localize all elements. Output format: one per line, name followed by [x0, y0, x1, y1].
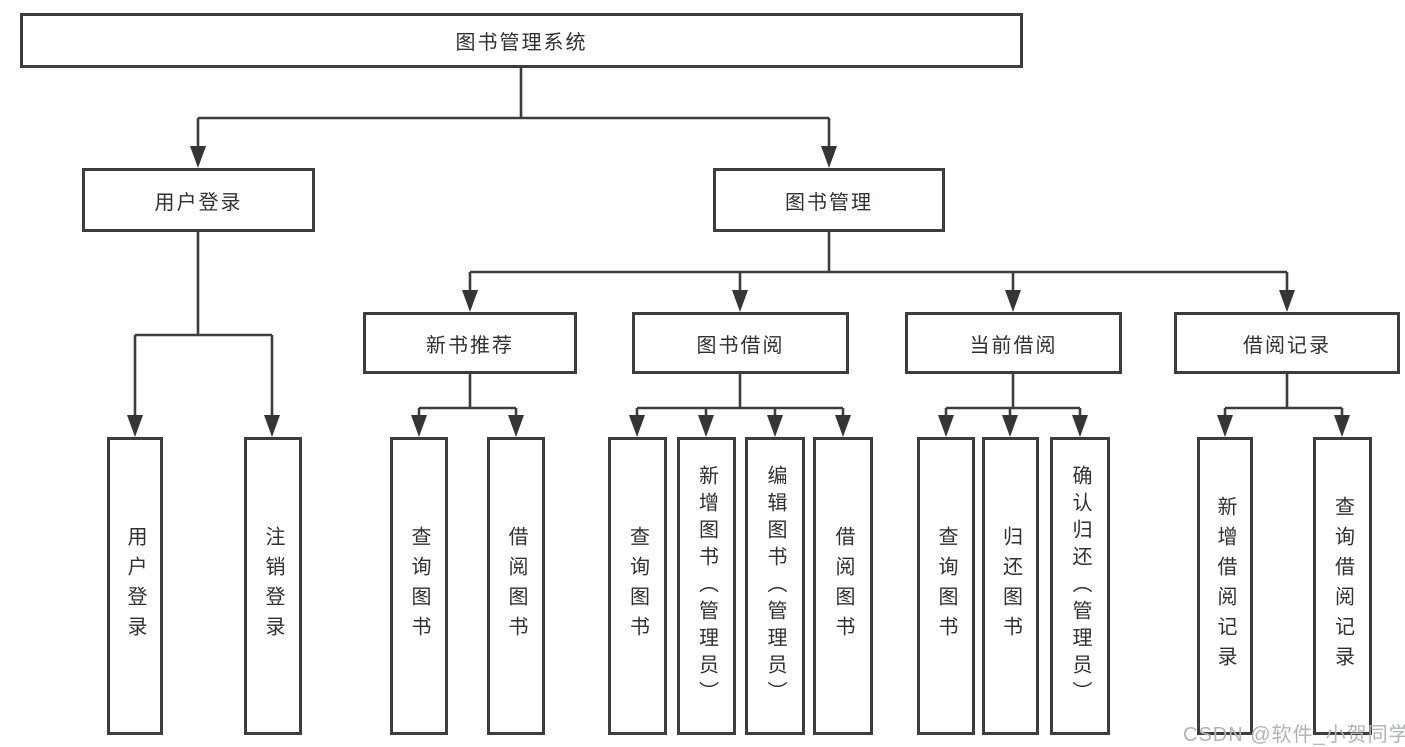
node-current-borrow-label: 当前借阅: [969, 334, 1058, 357]
node-book-borrow-label: 图书借阅: [696, 334, 785, 357]
leaf-borrow-books-recommend: 借阅图书: [487, 437, 545, 735]
connector-root-to-branches: [190, 68, 837, 168]
leaf-return-books-label: 归还图书: [999, 526, 1022, 646]
node-new-book-recommend: 新书推荐: [363, 312, 577, 374]
node-borrow-record-label: 借阅记录: [1243, 334, 1331, 357]
leaf-edit-books-admin: 编辑图书（管理员）: [745, 437, 805, 735]
node-new-book-recommend-label: 新书推荐: [426, 334, 514, 357]
connector-borrow-record-to-leaves: [1217, 374, 1350, 437]
node-current-borrow: 当前借阅: [905, 312, 1122, 374]
leaf-query-books-current-label: 查询图书: [935, 526, 957, 646]
node-root-library-system: 图书管理系统: [20, 13, 1023, 68]
node-borrow-record: 借阅记录: [1174, 312, 1400, 374]
leaf-query-books-borrow: 查询图书: [608, 437, 667, 735]
leaf-add-borrow-record-label: 新增借阅记录: [1214, 496, 1236, 676]
node-root-label: 图书管理系统: [455, 32, 588, 54]
leaf-add-books-admin: 新增图书（管理员）: [677, 437, 736, 735]
leaf-query-borrow-record-label: 查询借阅记录: [1331, 496, 1354, 676]
leaf-borrow-books-label: 借阅图书: [832, 526, 854, 646]
connector-user-login-to-leaves: [127, 232, 280, 437]
leaf-user-login-label: 用户登录: [124, 526, 146, 646]
connector-current-borrow-to-leaves: [938, 374, 1088, 437]
leaf-query-borrow-record: 查询借阅记录: [1313, 437, 1372, 735]
leaf-logout: 注销登录: [244, 437, 302, 735]
node-book-management-label: 图书管理: [785, 191, 873, 214]
leaf-user-login: 用户登录: [107, 437, 163, 735]
node-user-login-branch-label: 用户登录: [154, 191, 243, 214]
connector-new-book-to-leaves: [411, 374, 524, 437]
leaf-query-books-borrow-label: 查询图书: [626, 526, 649, 646]
leaf-return-books: 归还图书: [982, 437, 1039, 735]
leaf-add-books-admin-label: 新增图书（管理员）: [695, 464, 718, 708]
node-user-login-branch: 用户登录: [82, 168, 315, 232]
leaf-query-books-recommend: 查询图书: [390, 437, 448, 735]
leaf-borrow-books-recommend-label: 借阅图书: [505, 526, 527, 646]
node-book-management: 图书管理: [713, 168, 945, 232]
leaf-confirm-return-admin: 确认归还（管理员）: [1050, 437, 1110, 735]
connector-book-mgmt-to-groups: [462, 232, 1295, 312]
leaf-query-books-current: 查询图书: [917, 437, 975, 735]
leaf-confirm-return-admin-label: 确认归还（管理员）: [1069, 464, 1091, 708]
connector-book-borrow-to-leaves: [629, 374, 851, 437]
node-book-borrow: 图书借阅: [632, 312, 849, 374]
csdn-watermark: CSDN @软件_小贺同学: [1183, 724, 1405, 746]
leaf-logout-label: 注销登录: [262, 526, 284, 646]
leaf-add-borrow-record: 新增借阅记录: [1197, 437, 1253, 735]
leaf-edit-books-admin-label: 编辑图书（管理员）: [764, 464, 786, 708]
leaf-query-books-recommend-label: 查询图书: [408, 526, 430, 646]
leaf-borrow-books: 借阅图书: [813, 437, 873, 735]
